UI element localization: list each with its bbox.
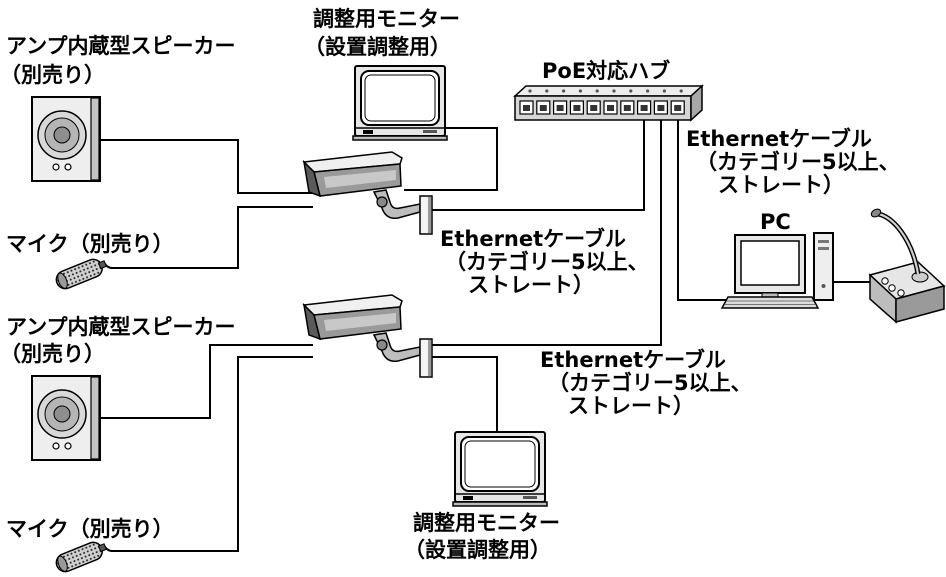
hub-top-face bbox=[513, 85, 704, 97]
cable-camera-lower-line2: （カテゴリー5以上、 bbox=[548, 371, 752, 395]
hub-label: PoE対応ハブ bbox=[542, 59, 670, 83]
hub-port bbox=[519, 100, 534, 115]
mic-lower-label: マイク（別売り） bbox=[6, 517, 174, 541]
pc-label: PC bbox=[760, 210, 791, 234]
hub-led bbox=[528, 89, 532, 93]
speaker-lower-note: （別売り） bbox=[0, 342, 105, 366]
console-button bbox=[881, 277, 889, 285]
console-button bbox=[897, 289, 905, 297]
monitor-upper-cable bbox=[404, 127, 498, 191]
console-mic-head bbox=[870, 208, 882, 218]
hub-led bbox=[578, 89, 583, 93]
console-gooseneck-highlight bbox=[877, 212, 920, 275]
hub-port bbox=[603, 100, 618, 115]
pc-icon bbox=[720, 232, 834, 309]
ethernet-camera-lower-cable bbox=[431, 113, 662, 346]
labels: アンプ内蔵型スピーカー （別売り） 調整用モニター （設置調整用） PoE対応ハ… bbox=[0, 7, 900, 562]
hub-side-face bbox=[690, 84, 703, 122]
pc-tower bbox=[813, 232, 834, 301]
hub-led bbox=[629, 89, 633, 93]
pc-power-led bbox=[821, 284, 826, 288]
hub-led bbox=[595, 89, 599, 93]
speaker-lower-label: アンプ内蔵型スピーカー bbox=[6, 315, 236, 339]
hub-port bbox=[552, 100, 568, 115]
speaker-icon bbox=[31, 375, 101, 461]
speaker-upper-cable bbox=[99, 139, 313, 194]
pc-drive-slot bbox=[818, 247, 829, 250]
poe-hub-icon bbox=[513, 84, 704, 122]
hub-ports bbox=[519, 100, 685, 115]
hub-port bbox=[636, 100, 652, 115]
cable-camera-lower-line3: ストレート） bbox=[568, 394, 694, 418]
cable-hub-pc-line2: （カテゴリー5以上、 bbox=[696, 150, 900, 174]
ethernet-hub-pc-cable bbox=[677, 113, 727, 301]
microphone-icon bbox=[52, 537, 110, 576]
network-camera-icon bbox=[303, 294, 433, 378]
monitor-upper-label: 調整用モニター bbox=[313, 7, 460, 31]
cable-camera-upper-line2: （カテゴリー5以上、 bbox=[445, 250, 649, 274]
cable-hub-pc-line3: ストレート） bbox=[718, 173, 844, 197]
console-right-face bbox=[895, 285, 945, 323]
monitor-upper-note: （設置調整用） bbox=[304, 35, 451, 59]
hub-port bbox=[569, 100, 585, 115]
hub-led bbox=[545, 89, 549, 93]
hub-led bbox=[679, 89, 683, 93]
microphone-icon bbox=[52, 254, 110, 293]
pc-monitor-screen bbox=[740, 240, 800, 286]
monitor-icon bbox=[452, 431, 548, 507]
desk-microphone-icon bbox=[868, 208, 946, 324]
hub-port bbox=[536, 100, 551, 115]
hub-port bbox=[670, 100, 685, 115]
network-camera-icon bbox=[303, 151, 433, 235]
hub-port bbox=[620, 100, 635, 115]
monitor-lower-note: （設置調整用） bbox=[404, 538, 551, 562]
hub-leds bbox=[528, 89, 683, 93]
speaker-lower-cable bbox=[99, 344, 313, 419]
cable-camera-upper-line3: ストレート） bbox=[468, 273, 594, 297]
cable-camera-upper-line1: Ethernetケーブル bbox=[440, 227, 626, 251]
monitor-icon bbox=[352, 65, 448, 141]
mic-lower-cable bbox=[111, 356, 313, 552]
speaker-upper-note: （別売り） bbox=[0, 63, 105, 87]
cable-camera-lower-line1: Ethernetケーブル bbox=[540, 348, 726, 372]
hub-port bbox=[653, 100, 669, 115]
cable-hub-pc-line1: Ethernetケーブル bbox=[686, 127, 872, 151]
hub-led bbox=[646, 89, 650, 93]
cable-lines bbox=[99, 113, 873, 553]
monitor-lower-label: 調整用モニター bbox=[413, 511, 560, 535]
mic-upper-cable bbox=[111, 206, 313, 269]
hub-led bbox=[562, 89, 566, 93]
hub-led bbox=[662, 89, 667, 93]
mic-upper-label: マイク（別売り） bbox=[6, 232, 174, 256]
pc-drive-slot bbox=[818, 240, 829, 243]
hub-led bbox=[612, 89, 616, 93]
pc-keyboard bbox=[720, 296, 820, 309]
speaker-upper-label: アンプ内蔵型スピーカー bbox=[6, 34, 236, 58]
ethernet-camera-upper-cable bbox=[431, 113, 645, 211]
hub-port bbox=[586, 100, 601, 115]
monitor-lower-cable bbox=[431, 356, 498, 433]
speaker-icon bbox=[31, 96, 101, 182]
console-button bbox=[888, 284, 896, 292]
